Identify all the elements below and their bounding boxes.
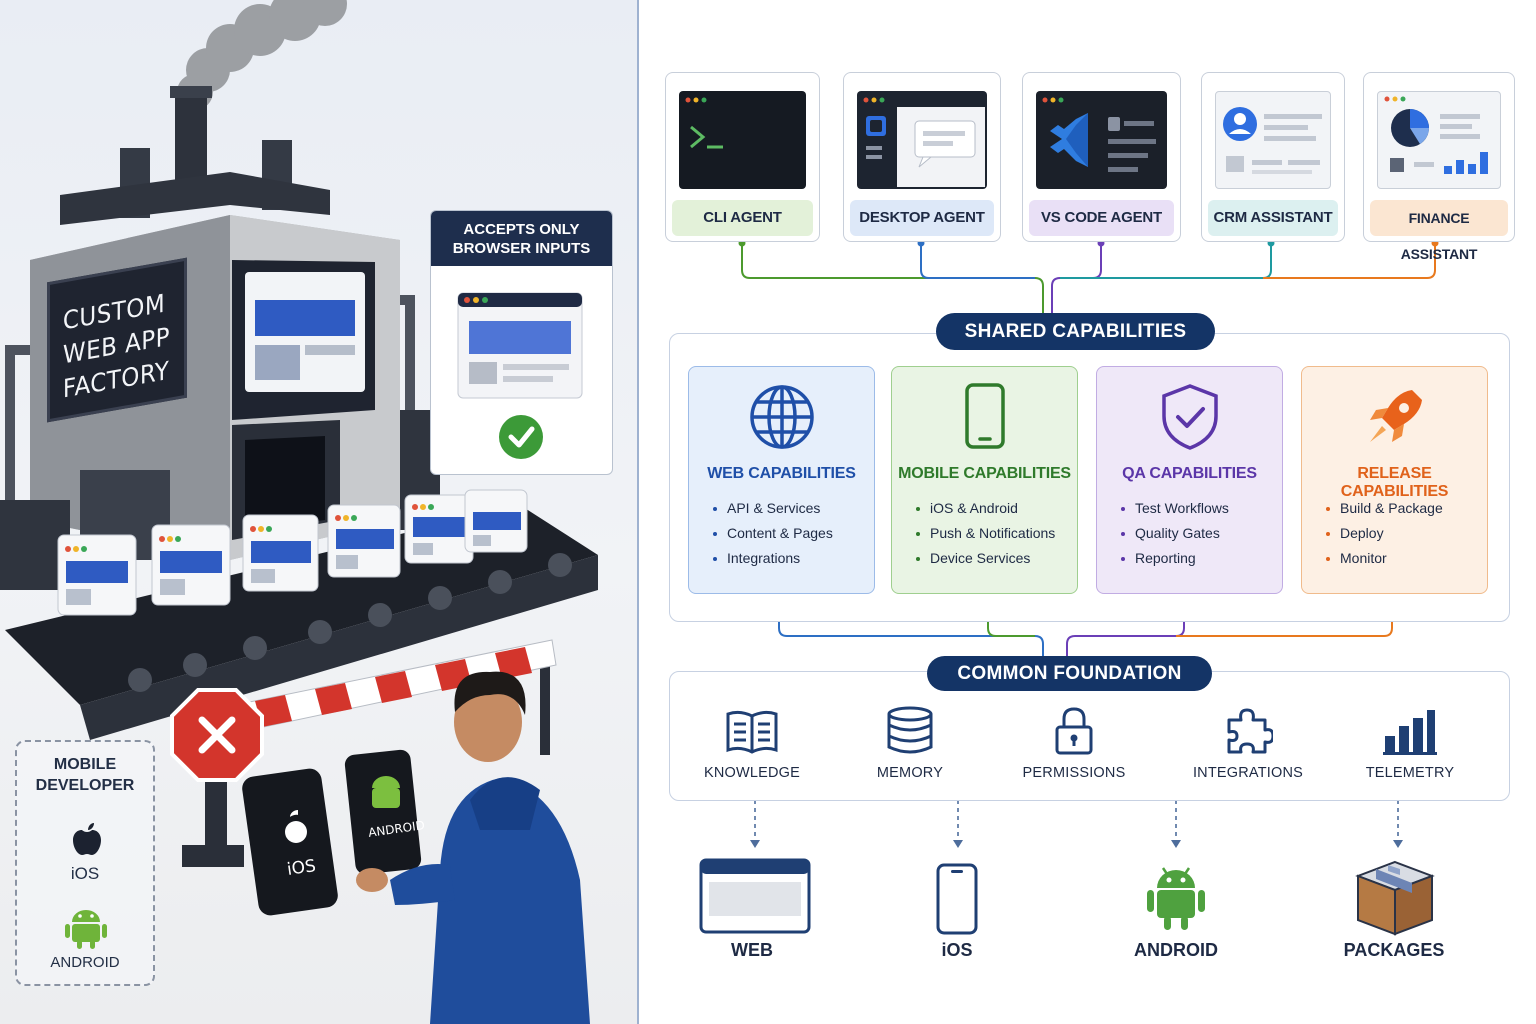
agent-card-crm[interactable]: CRM ASSISTANT <box>1201 72 1345 242</box>
barrier-arm <box>234 639 557 733</box>
capability-item: Integrations <box>713 546 833 571</box>
mobile-developer-title-line2: DEVELOPER <box>35 777 135 794</box>
foundation-label: KNOWLEDGE <box>703 765 801 781</box>
mobile-developer-ios-label: iOS <box>70 864 100 883</box>
android-phone <box>344 749 422 875</box>
capability-item: Deploy <box>1326 521 1443 546</box>
capability-item: iOS & Android <box>916 496 1055 521</box>
agent-label-crm: CRM ASSISTANT <box>1208 200 1338 236</box>
output-label-ios: iOS <box>941 940 973 960</box>
shared-capabilities-title: SHARED CAPABILITIES <box>936 313 1215 350</box>
capability-item: API & Services <box>713 496 833 521</box>
book-icon <box>726 710 778 754</box>
bar-chart-icon <box>1383 710 1437 755</box>
output-label-packages: PACKAGES <box>1343 940 1445 960</box>
mobile-developer-android-label: ANDROID <box>50 954 120 971</box>
capability-list-web: API & Services Content & Pages Integrati… <box>713 496 833 571</box>
agent-label-cli: CLI AGENT <box>672 200 813 236</box>
agent-card-cli[interactable]: CLI AGENT <box>665 72 820 242</box>
ios-phone <box>242 768 338 916</box>
agent-card-vscode[interactable]: VS CODE AGENT <box>1022 72 1181 242</box>
capability-title-release: RELEASE CAPABILITIES <box>1340 465 1449 500</box>
check-circle-icon <box>499 415 543 459</box>
package-box-icon <box>1355 860 1435 936</box>
capability-item: Test Workflows <box>1121 496 1229 521</box>
capability-title-web: WEB CAPABILITIES <box>707 465 856 482</box>
browser-cards <box>57 489 528 616</box>
mobile-developer-title-line1: MOBILE <box>53 756 117 773</box>
desktop-window-icon <box>857 91 987 189</box>
vscode-icon <box>1036 91 1167 189</box>
foundation-label: INTEGRATIONS <box>1192 765 1304 781</box>
puzzle-icon <box>1227 708 1273 754</box>
agent-card-finance[interactable]: FINANCE ASSISTANT <box>1363 72 1515 262</box>
mobile-developer-box: MOBILE DEVELOPER iOS ANDROID <box>15 740 155 986</box>
output-label-web: WEB <box>731 940 773 960</box>
lock-icon <box>1055 707 1093 755</box>
capability-card-qa[interactable]: QA CAPABILITIES Test Workflows Quality G… <box>1096 366 1283 594</box>
capability-title-mobile: MOBILE CAPABILITIES <box>898 465 1071 482</box>
browser-window-icon <box>699 858 811 934</box>
shield-check-icon <box>1162 384 1218 450</box>
android-icon <box>65 910 107 949</box>
capability-item: Reporting <box>1121 546 1229 571</box>
section-divider <box>637 0 639 1024</box>
factory-illustration: CUSTOM WEB APP FACTORY ACCEPTS ONLY BROW… <box>0 0 638 1024</box>
phone-icon <box>936 863 978 935</box>
agent-label-vscode: VS CODE AGENT <box>1029 200 1174 236</box>
accepts-card-line1: ACCEPTS ONLY <box>463 221 580 238</box>
finance-chart-icon <box>1377 91 1501 189</box>
capability-card-release[interactable]: RELEASE CAPABILITIES Build & Package Dep… <box>1301 366 1488 594</box>
crm-profile-icon <box>1215 91 1331 189</box>
foundation-label: TELEMETRY <box>1365 765 1455 781</box>
foundation-label: PERMISSIONS <box>1022 765 1126 781</box>
accepts-card-line2: BROWSER INPUTS <box>452 240 591 257</box>
capability-item: Push & Notifications <box>916 521 1055 546</box>
accepts-browser-inputs-card: ACCEPTS ONLY BROWSER INPUTS <box>430 210 613 475</box>
agent-label-finance: FINANCE ASSISTANT <box>1370 200 1508 262</box>
capability-item: Content & Pages <box>713 521 833 546</box>
chimney <box>175 92 207 192</box>
capability-item: Quality Gates <box>1121 521 1229 546</box>
accepts-card-header: ACCEPTS ONLY BROWSER INPUTS <box>431 211 612 266</box>
capability-title-qa: QA CAPABILITIES <box>1122 465 1257 482</box>
browser-window-icon <box>457 292 583 459</box>
rocket-icon <box>1370 390 1422 442</box>
android-icon <box>1147 867 1205 930</box>
capability-card-web[interactable]: WEB CAPABILITIES API & Services Content … <box>688 366 875 594</box>
capability-card-mobile[interactable]: MOBILE CAPABILITIES iOS & Android Push &… <box>891 366 1078 594</box>
mobile-developer-person <box>356 671 590 1024</box>
apple-icon <box>73 823 101 855</box>
capability-item: Monitor <box>1326 546 1443 571</box>
capability-list-qa: Test Workflows Quality Gates Reporting <box>1121 496 1229 571</box>
capability-list-release: Build & Package Deploy Monitor <box>1326 496 1443 571</box>
capability-item: Build & Package <box>1326 496 1443 521</box>
smartphone-icon <box>965 383 1005 449</box>
foundation-label: MEMORY <box>876 765 944 781</box>
terminal-icon <box>679 91 806 189</box>
agent-card-desktop[interactable]: DESKTOP AGENT <box>843 72 1001 242</box>
globe-icon <box>750 385 814 449</box>
output-label-android: ANDROID <box>1134 940 1218 960</box>
common-foundation-title: COMMON FOUNDATION <box>927 656 1212 691</box>
capability-list-mobile: iOS & Android Push & Notifications Devic… <box>916 496 1055 571</box>
agent-label-desktop: DESKTOP AGENT <box>850 200 994 236</box>
database-icon <box>887 706 933 754</box>
capability-item: Device Services <box>916 546 1055 571</box>
